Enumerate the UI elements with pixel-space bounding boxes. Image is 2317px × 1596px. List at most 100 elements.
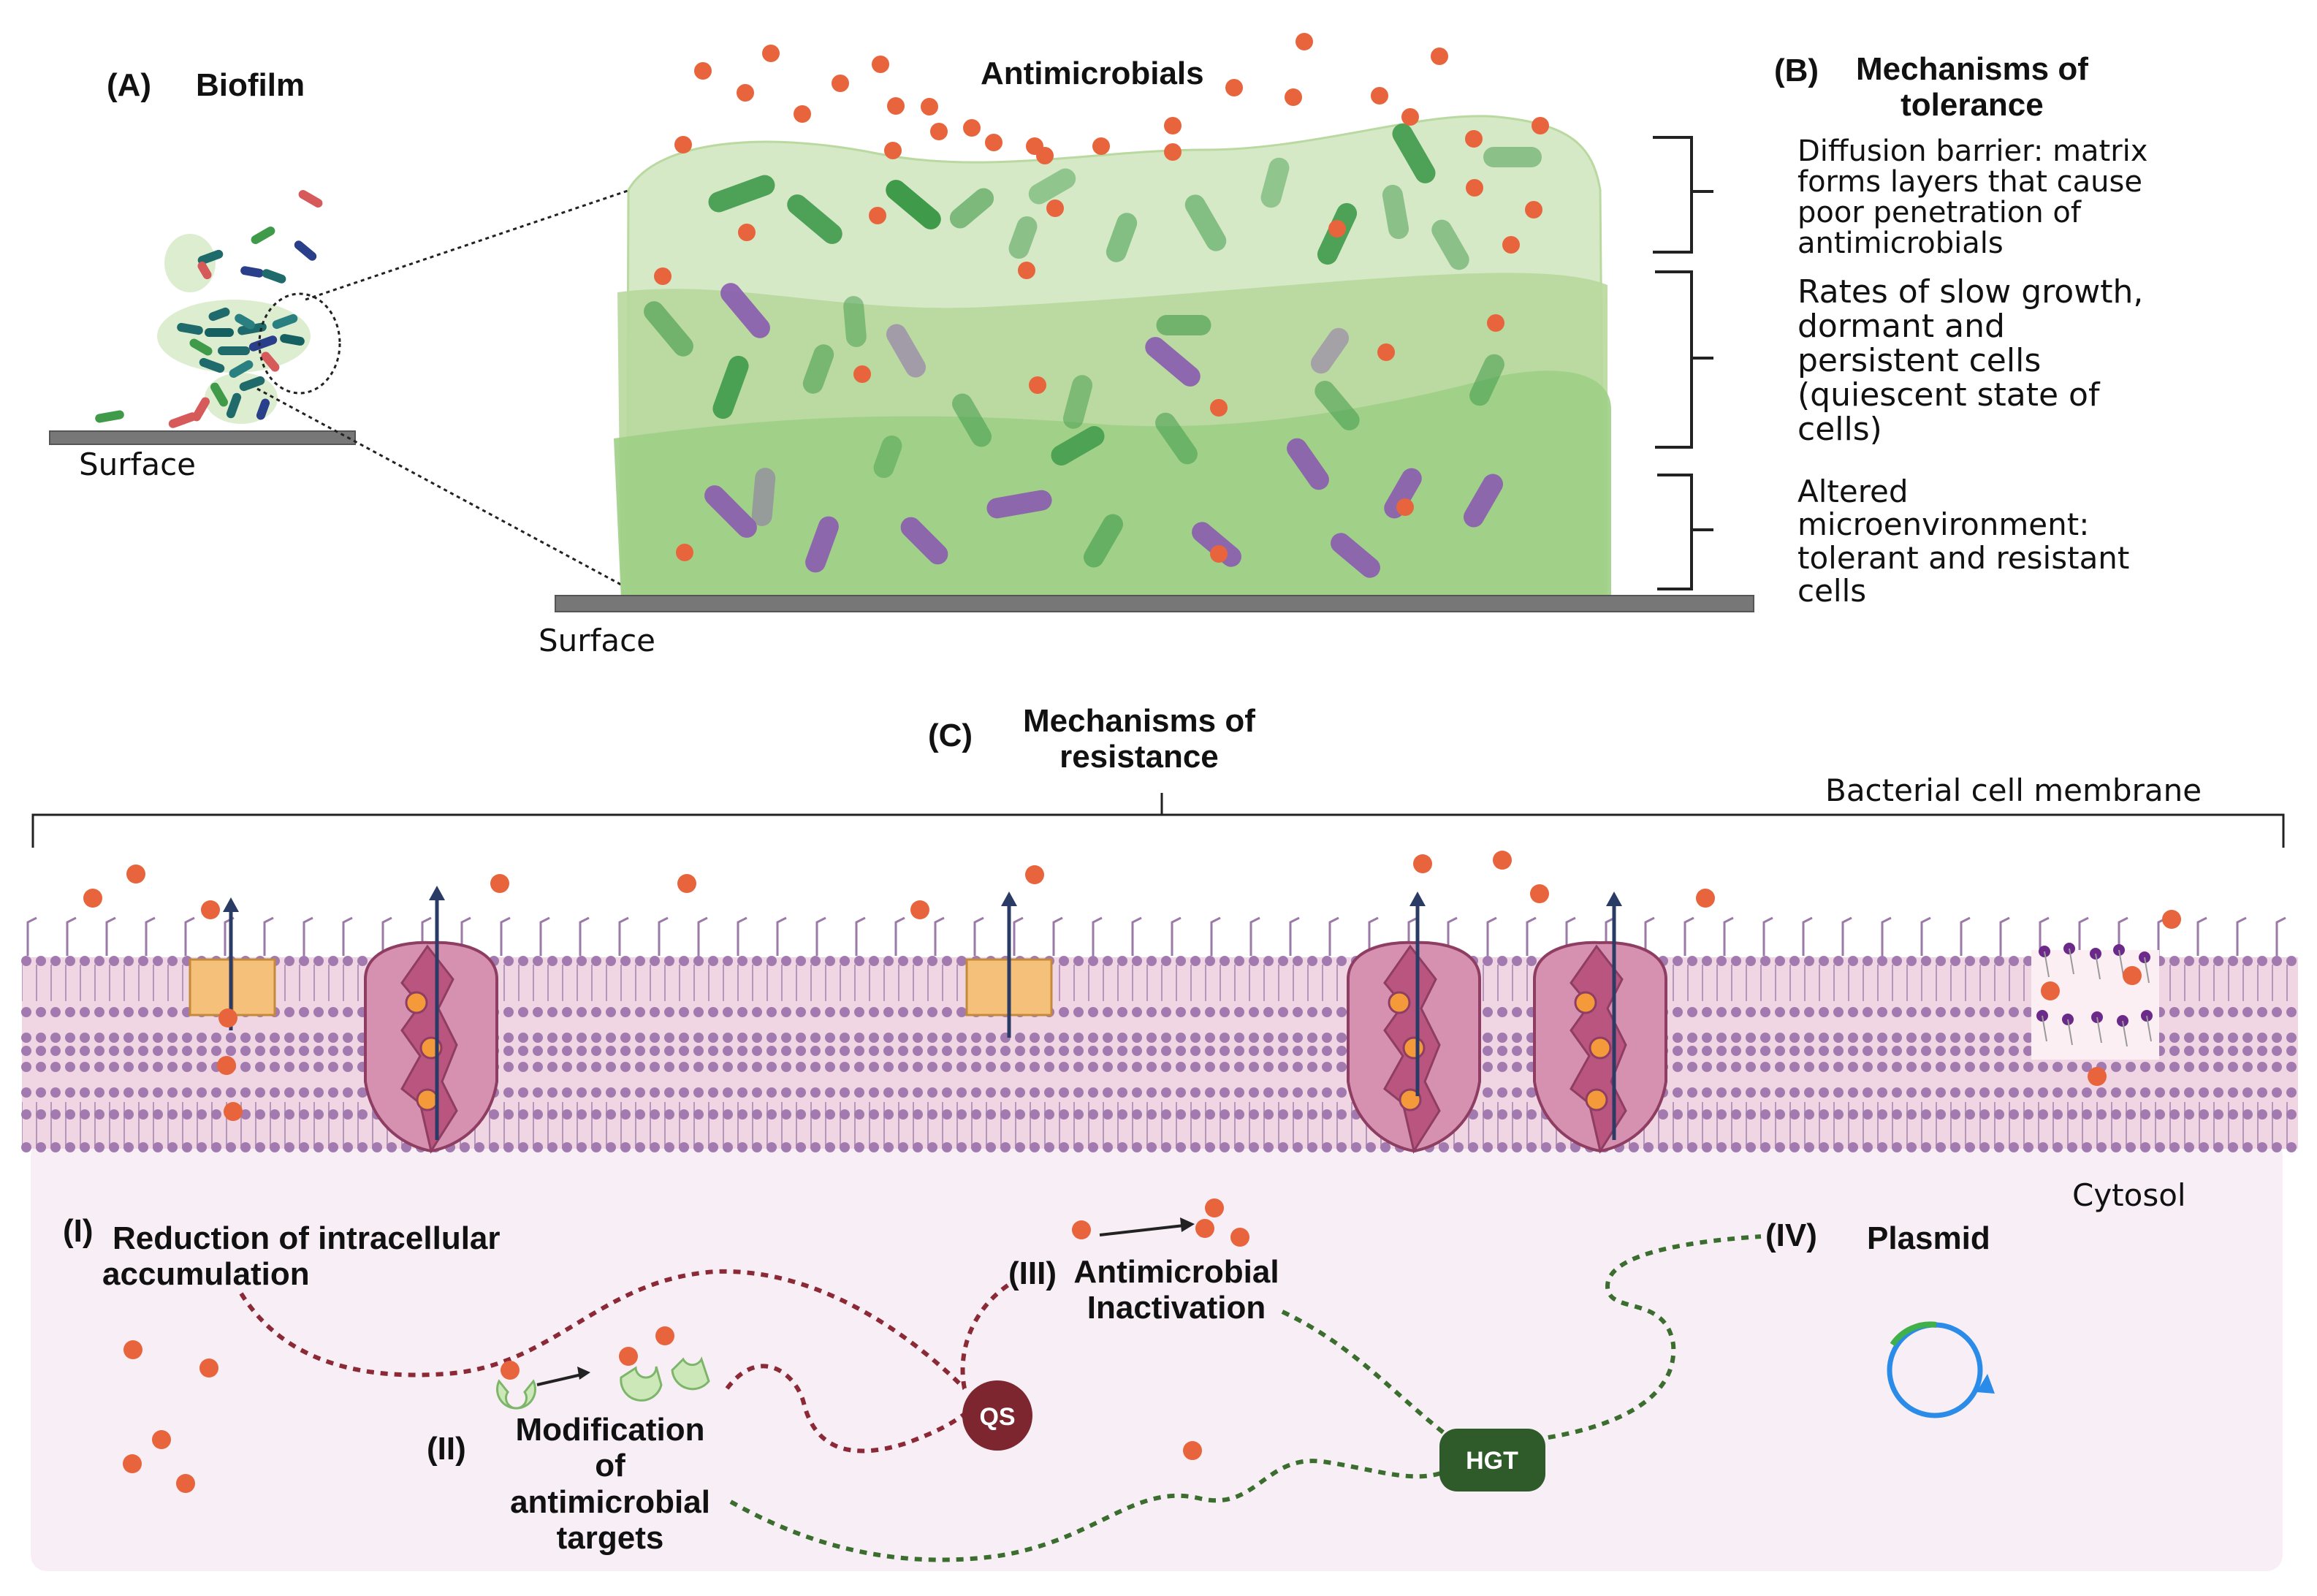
lipid-head xyxy=(1950,1109,1960,1120)
lipid-head xyxy=(123,1007,134,1017)
bacterium-rod xyxy=(1431,219,1469,270)
lipid-head xyxy=(167,1046,178,1056)
lipid-head xyxy=(766,1033,777,1043)
lipid-head xyxy=(1979,1046,1990,1056)
lipid-head xyxy=(1117,1033,1127,1043)
lipid-head xyxy=(138,1109,148,1120)
lipid-head xyxy=(971,1087,981,1098)
membrane-label: Bacterial cell membrane xyxy=(1825,772,2202,808)
lipid-head xyxy=(284,1046,294,1056)
lipid-head xyxy=(2009,1033,2019,1043)
lipid-head xyxy=(1293,1033,1303,1043)
mechanism-ii-line-2: of xyxy=(595,1448,625,1484)
antimicrobial-particle xyxy=(176,1474,195,1493)
lipid-head xyxy=(1892,1033,1902,1043)
tolerance-item-2-line-1: Rates of slow growth, xyxy=(1797,273,2144,311)
bound-antimicrobial xyxy=(416,1088,439,1112)
bacterium-rod xyxy=(751,468,776,526)
lipid-head xyxy=(708,1109,718,1120)
lipid-head xyxy=(2272,1046,2282,1056)
lipid-head xyxy=(1249,1142,1259,1152)
hgt-pathways xyxy=(729,1234,1762,1562)
lipid-head xyxy=(2257,1109,2267,1120)
lipid-head xyxy=(1526,1142,1537,1152)
lipid-head xyxy=(1073,1109,1084,1120)
lipid-head xyxy=(2257,956,2267,966)
lipid-head xyxy=(1906,1007,1917,1017)
lipid-head xyxy=(94,1142,104,1152)
lps-chain xyxy=(1486,916,1497,956)
lipid-head xyxy=(1863,1087,1873,1098)
lipid-head xyxy=(562,1046,572,1056)
lipid-head xyxy=(167,1007,178,1017)
lipid-head xyxy=(1789,956,1800,966)
lipid-head xyxy=(299,1007,309,1017)
lipid-head xyxy=(752,1033,762,1043)
lipid-head xyxy=(2009,1007,2019,1017)
lipid-head xyxy=(883,1142,894,1152)
lipid-head xyxy=(693,1087,704,1098)
lps-chain xyxy=(1999,916,2010,956)
lipid-head xyxy=(2257,1007,2267,1017)
lipid-head xyxy=(2257,1062,2267,1072)
lipid-head xyxy=(284,1087,294,1098)
zoom-line-top xyxy=(305,187,635,301)
arrow-head xyxy=(1001,892,1017,906)
inactivation-illustration xyxy=(1099,1217,1195,1236)
lps-chain xyxy=(658,916,669,956)
lipid-head xyxy=(2126,1109,2136,1120)
lipid-head xyxy=(1804,1062,1814,1072)
efflux-arrows xyxy=(223,886,1622,1140)
lipid-head xyxy=(810,1087,821,1098)
lipid-head xyxy=(2009,1087,2019,1098)
lipid-head xyxy=(898,1046,908,1056)
lipid-head xyxy=(679,956,689,966)
lipid-head xyxy=(883,1087,894,1098)
lipid-head xyxy=(635,1062,645,1072)
lipid-head xyxy=(2184,1033,2194,1043)
antimicrobial-particle xyxy=(853,365,871,383)
lipid-head xyxy=(533,1109,543,1120)
lipid-head xyxy=(1059,1062,1069,1072)
lipid-head xyxy=(986,1142,996,1152)
lipid-head xyxy=(460,1142,470,1152)
lipid-head xyxy=(270,1142,280,1152)
lipid-head xyxy=(942,1007,952,1017)
lipid-head xyxy=(1906,1062,1917,1072)
lipid-head xyxy=(533,1142,543,1152)
lipid-head xyxy=(1234,1087,1244,1098)
lipid-head xyxy=(1994,1007,2004,1017)
lipid-head xyxy=(1921,1046,1931,1056)
zoom-circle xyxy=(258,292,341,395)
lipid-head xyxy=(1892,1046,1902,1056)
lipid-head xyxy=(80,1109,90,1120)
lipid-head xyxy=(182,1087,192,1098)
lipid-head xyxy=(1234,1142,1244,1152)
lipid-head xyxy=(1819,1062,1829,1072)
lps-chain xyxy=(26,916,37,956)
lipid-head xyxy=(1190,956,1201,966)
lipid-head xyxy=(1146,1142,1157,1152)
panel-a-title: Biofilm xyxy=(196,67,305,103)
lipid-head xyxy=(693,1142,704,1152)
lipid-head xyxy=(328,1142,338,1152)
lipid-head xyxy=(1848,1046,1858,1056)
lipid-head xyxy=(1336,1109,1347,1120)
lipid-head xyxy=(2199,956,2209,966)
lipid-head xyxy=(927,956,937,966)
lipid-head xyxy=(1965,1087,1975,1098)
lipid-head xyxy=(1073,1007,1084,1017)
lipid-head xyxy=(1176,1087,1186,1098)
lipid-head xyxy=(1059,1046,1069,1056)
lipid-head xyxy=(1716,1007,1727,1017)
lipid-head xyxy=(153,1033,163,1043)
lps-chain xyxy=(1683,916,1694,956)
lipid-head xyxy=(1906,1046,1917,1056)
lipid-head xyxy=(2067,1142,2077,1152)
lipid-head xyxy=(2111,1087,2121,1098)
lipid-head xyxy=(1848,1109,1858,1120)
lipid-head xyxy=(606,1142,616,1152)
lipid-head xyxy=(197,1062,207,1072)
lipid-head xyxy=(1263,1142,1274,1152)
bacterium-rod xyxy=(205,328,234,337)
